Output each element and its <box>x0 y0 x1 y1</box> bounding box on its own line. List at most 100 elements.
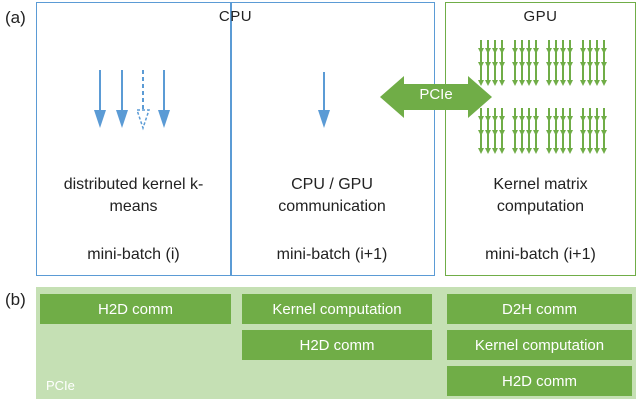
gpu-arrow-head <box>533 48 539 54</box>
gpu-arrow-head <box>601 62 607 68</box>
gpu-arrow-head <box>533 130 539 136</box>
kernel-computation-block: Kernel computation <box>242 294 432 324</box>
h2d-comm-block: H2D comm <box>40 294 231 324</box>
communication-arrow <box>318 72 330 128</box>
gpu-arrow-head <box>519 48 525 54</box>
gpu-arrow-head <box>499 62 505 68</box>
gpu-arrow-head <box>580 62 586 68</box>
gpu-arrow-head <box>533 116 539 122</box>
gpu-title: GPU <box>523 8 558 25</box>
gpu-arrow-head <box>485 130 491 136</box>
gpu-arrow-head <box>492 130 498 136</box>
gpu-arrow-head <box>533 62 539 68</box>
gpu-arrow-head <box>553 62 559 68</box>
gpu-arrow-head <box>478 80 484 86</box>
d2h-comm-block: D2H comm <box>447 294 632 324</box>
gpu-arrow-head <box>567 48 573 54</box>
gpu-description: Kernel matrix computation <box>493 176 588 215</box>
gpu-arrow-head <box>485 48 491 54</box>
gpu-arrow-head <box>567 62 573 68</box>
gpu-arrow-head <box>560 62 566 68</box>
gpu-arrow-head <box>553 148 559 154</box>
cpu-right-batch: mini-batch (i+1) <box>276 246 388 263</box>
gpu-arrow-head <box>567 130 573 136</box>
cpu-left-batch: mini-batch (i) <box>87 246 180 263</box>
gpu-arrow-head <box>512 62 518 68</box>
gpu-arrow-head <box>601 116 607 122</box>
gpu-arrow-head <box>519 148 525 154</box>
gpu-arrow-head <box>580 80 586 86</box>
gpu-arrow-head <box>594 130 600 136</box>
panel-b-label: (b) <box>5 290 26 309</box>
gpu-arrow-head <box>485 62 491 68</box>
cpu-box <box>36 2 435 276</box>
gpu-arrow-head <box>533 80 539 86</box>
gpu-arrow-head <box>567 116 573 122</box>
gpu-arrow-head <box>526 48 532 54</box>
gpu-arrow-head <box>478 116 484 122</box>
gpu-arrow-head <box>553 80 559 86</box>
gpu-arrow-head <box>587 48 593 54</box>
cpu-divider <box>230 3 232 275</box>
gpu-box <box>445 2 636 276</box>
gpu-arrow-head <box>594 116 600 122</box>
gpu-arrow-head <box>601 80 607 86</box>
gpu-arrow-head <box>519 62 525 68</box>
gpu-arrow-head <box>519 80 525 86</box>
gpu-arrow-head <box>492 116 498 122</box>
gpu-arrow-head <box>587 130 593 136</box>
h2d-comm-block: H2D comm <box>447 366 632 396</box>
gpu-arrow-head <box>526 62 532 68</box>
gpu-arrow-head <box>580 48 586 54</box>
kernel-kmeans-arrows <box>94 70 170 131</box>
gpu-arrow-head <box>492 80 498 86</box>
gpu-arrow-head <box>485 80 491 86</box>
gpu-arrow-head <box>587 62 593 68</box>
gpu-arrow-head <box>601 148 607 154</box>
gpu-arrow-head <box>567 80 573 86</box>
gpu-arrow-head <box>560 148 566 154</box>
gpu-arrow-head <box>587 116 593 122</box>
gpu-arrow-head <box>580 116 586 122</box>
gpu-arrow-head <box>526 116 532 122</box>
h2d-comm-block: H2D comm <box>242 330 432 360</box>
gpu-arrow-head <box>546 148 552 154</box>
gpu-arrow-head <box>560 130 566 136</box>
gpu-arrow-head <box>512 80 518 86</box>
gpu-arrow-head <box>492 48 498 54</box>
pcie-link-label: PCIe <box>419 86 453 103</box>
gpu-arrow-head <box>553 130 559 136</box>
gpu-arrow-head <box>499 48 505 54</box>
gpu-arrow-head <box>478 48 484 54</box>
gpu-arrow-head <box>560 80 566 86</box>
gpu-arrow-head <box>499 130 505 136</box>
gpu-arrow-head <box>594 148 600 154</box>
gpu-arrow-head <box>512 148 518 154</box>
kernel-computation-block: Kernel computation <box>447 330 632 360</box>
gpu-arrow-head <box>601 130 607 136</box>
gpu-arrow-grid <box>478 40 607 154</box>
gpu-arrow-head <box>587 80 593 86</box>
gpu-arrow-head <box>492 62 498 68</box>
gpu-arrow-head <box>485 148 491 154</box>
gpu-arrow-head <box>546 80 552 86</box>
gpu-arrow-head <box>492 148 498 154</box>
gpu-arrow-head <box>560 48 566 54</box>
gpu-arrow-head <box>546 130 552 136</box>
gpu-arrow-head <box>546 48 552 54</box>
cpu-title: CPU <box>218 8 253 25</box>
gpu-arrow-head <box>526 148 532 154</box>
gpu-arrow-head <box>519 116 525 122</box>
pcie-strip-label: PCIe <box>46 378 75 393</box>
pcie-double-arrow <box>380 76 492 118</box>
gpu-arrow-head <box>478 130 484 136</box>
gpu-arrow-head <box>519 130 525 136</box>
gpu-arrow-head <box>601 48 607 54</box>
gpu-arrow-head <box>478 148 484 154</box>
gpu-arrow-head <box>587 148 593 154</box>
gpu-arrow-head <box>594 80 600 86</box>
gpu-arrow-head <box>512 116 518 122</box>
gpu-arrow-head <box>499 80 505 86</box>
gpu-arrow-head <box>546 62 552 68</box>
